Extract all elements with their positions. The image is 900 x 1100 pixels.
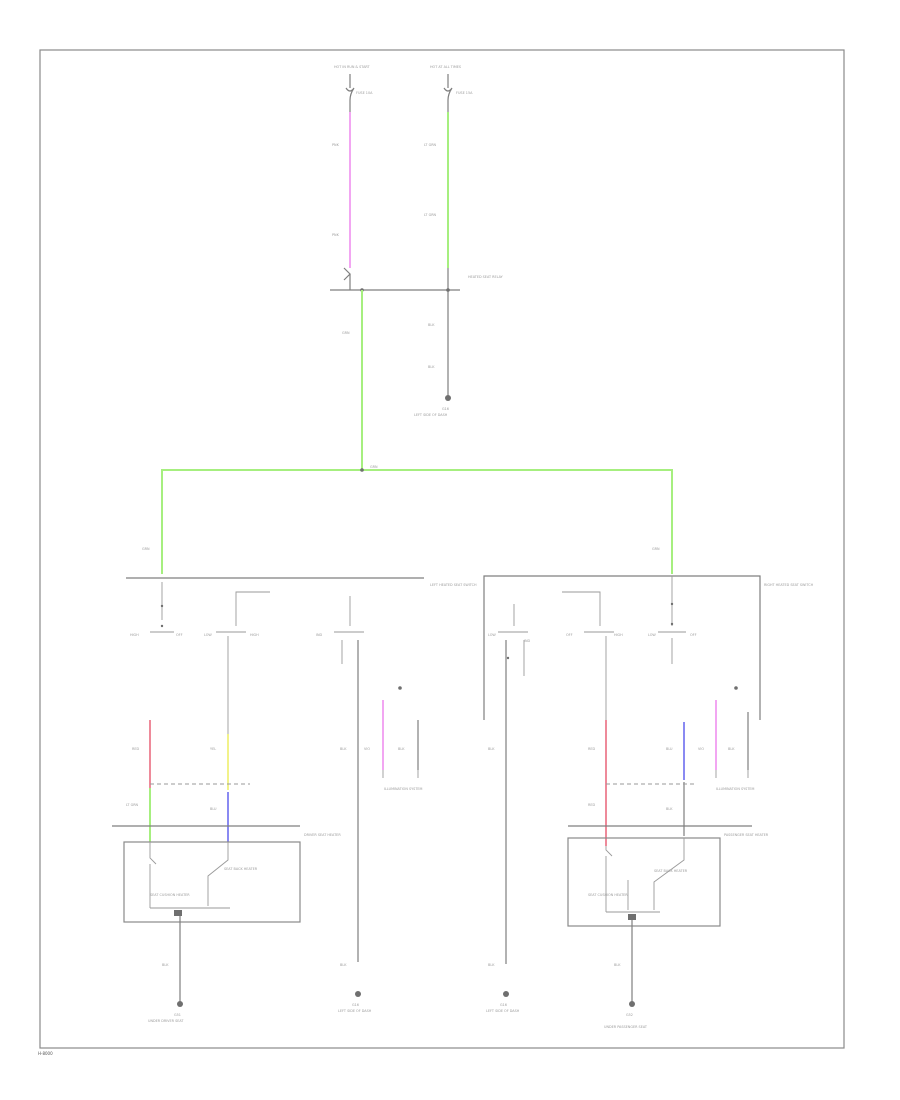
label-ground-3-location: LEFT SIDE OF DASH [486,1009,520,1013]
fuse-left [345,74,355,112]
label-bus-wire: GRN [370,465,378,469]
ground-1-icon [177,1001,183,1007]
label-left-switch-name: LEFT HEATED SEAT SWITCH [430,583,477,587]
right-seat-heater-box [567,837,721,927]
label-left-ind: IND [316,633,323,637]
ground-3-icon [503,991,509,997]
label-wire-blue-left: BLU [210,807,217,811]
label-ground-2-location: LEFT SIDE OF DASH [338,1009,372,1013]
label-seat-cushion-right: SEAT CUSHION HEATER [588,893,628,897]
label-wire-black-g2: BLK [340,963,347,967]
label-right-ind: IND [524,639,531,643]
label-ground-4: G52 [626,1013,633,1017]
right-heater-internal [605,838,685,920]
label-wire-red-right: RED [588,747,595,751]
label-wire-yellow-left: YEL [210,747,216,751]
label-fuse-left: FUSE 10A [356,91,373,95]
label-right-seat-heater: PASSENGER SEAT HEATER [724,833,769,837]
label-ground-top: G16 [442,407,449,411]
label-right-switch-name: RIGHT HEATED SEAT SWITCH [764,583,814,587]
label-left-seat-heater: DRIVER SEAT HEATER [304,833,341,837]
figure-id: H-8000 [38,1051,53,1056]
label-hot-run-start: HOT IN RUN & START [334,65,371,69]
label-left-sw-hi: HIGH [130,633,139,637]
label-right-sw-lo: LOW [488,633,496,637]
left-heater-internal [149,842,230,916]
label-relay-out: GRN [342,331,350,335]
fuse-right [443,74,453,112]
illum-left-dot [398,686,402,690]
label-wire-black-g4: BLK [614,963,621,967]
label-wire-ltgrn-left: LT GRN [126,803,139,807]
label-right-sw-lo-2: LOW [648,633,656,637]
label-seat-cushion-left: SEAT CUSHION HEATER [150,893,190,897]
label-right-sw-off: OFF [566,633,573,637]
label-wire-black-right-sw: BLK [488,747,495,751]
label-ground-top-location: LEFT SIDE OF DASH [414,413,448,417]
label-wire-red-right-low: RED [588,803,595,807]
label-wire-black-g1: BLK [162,963,169,967]
label-ground-1: G51 [174,1013,181,1017]
heated-seat-relay [330,267,460,300]
label-relay-name: HEATED SEAT RELAY [468,275,504,279]
label-wire-black-1: BLK [428,323,435,327]
label-left-illum: ILLUMINATION SYSTEM [384,787,423,791]
label-seat-back-right: SEAT BACK HEATER [654,869,688,873]
diagram-frame [39,49,845,1049]
label-wire-green-2: LT GRN [424,213,437,217]
label-wire-black-right-low: BLK [666,807,673,811]
label-wire-blue-right: BLU [666,747,673,751]
label-ground-2: G16 [352,1003,359,1007]
label-right-sw-off-2: OFF [690,633,697,637]
label-wire-black-g3: BLK [488,963,495,967]
label-wire-green-1: LT GRN [424,143,437,147]
label-right-drop-wire: GRN [652,547,660,551]
ground-2-icon [355,991,361,997]
label-left-sw-hi-2: HIGH [250,633,259,637]
right-switch-contacts [498,576,686,964]
label-left-sw-off: OFF [176,633,183,637]
label-wire-black-left-illum: BLK [398,747,405,751]
label-ground-3: G16 [500,1003,507,1007]
label-wire-black-right-illum: BLK [728,747,735,751]
bus-junction-dot [360,468,364,472]
label-right-illum: ILLUMINATION SYSTEM [716,787,755,791]
left-switch-contacts [150,582,364,962]
label-wire-red-left: RED [132,747,139,751]
label-left-drop-wire: GRN [142,547,150,551]
left-seat-heater-box [123,841,301,923]
label-wire-violet-right: VIO [698,747,704,751]
label-right-sw-hi: HIGH [614,633,623,637]
ground-4-icon [629,1001,635,1007]
label-ground-1-location: UNDER DRIVER SEAT [148,1019,184,1023]
label-fuse-right: FUSE 15A [456,91,473,95]
label-wire-black-2: BLK [428,365,435,369]
wire-green-bus [161,469,673,574]
label-left-sw-lo: LOW [204,633,212,637]
label-ground-4-location: UNDER PASSENGER SEAT [604,1025,648,1029]
ground-top-icon [445,395,451,401]
label-hot-at-all-times: HOT AT ALL TIMES [430,65,461,69]
label-wire-pink-top: PNK [332,143,340,147]
label-wire-black-left-sw: BLK [340,747,347,751]
label-wire-pink-mid: PNK [332,233,340,237]
right-switch-frame [483,575,761,720]
label-wire-violet-left: VIO [364,747,370,751]
illum-right-dot [734,686,738,690]
label-seat-back-left: SEAT BACK HEATER [224,867,258,871]
